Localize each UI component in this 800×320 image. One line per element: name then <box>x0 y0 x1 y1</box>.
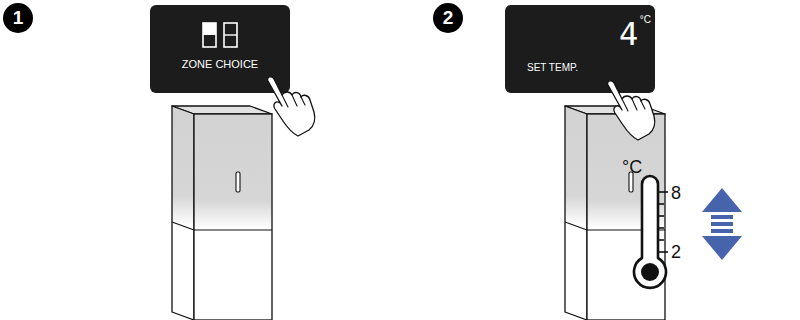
display-panel: ZONE CHOICE <box>150 5 290 93</box>
button-label: ZONE CHOICE <box>150 57 290 71</box>
unit-label: °C <box>622 156 642 178</box>
scale-value: 8 <box>671 182 681 204</box>
thermometer <box>634 176 668 288</box>
callout-circle: 2 <box>433 3 463 33</box>
fridge-2 <box>565 106 665 320</box>
display-panel: 4°C SET TEMP. <box>505 5 655 93</box>
callout-number: 2 <box>433 3 463 33</box>
callout-number: 1 <box>3 3 33 33</box>
temperature-digit: 4 <box>619 17 638 51</box>
up-down-arrow <box>702 188 742 260</box>
button-label: SET TEMP. <box>527 61 578 75</box>
fridge-1 <box>172 106 272 320</box>
callout-circle: 1 <box>3 3 33 33</box>
unit-label: °C <box>640 14 651 26</box>
display-decoration <box>150 5 290 93</box>
scale-value: 2 <box>671 241 681 263</box>
